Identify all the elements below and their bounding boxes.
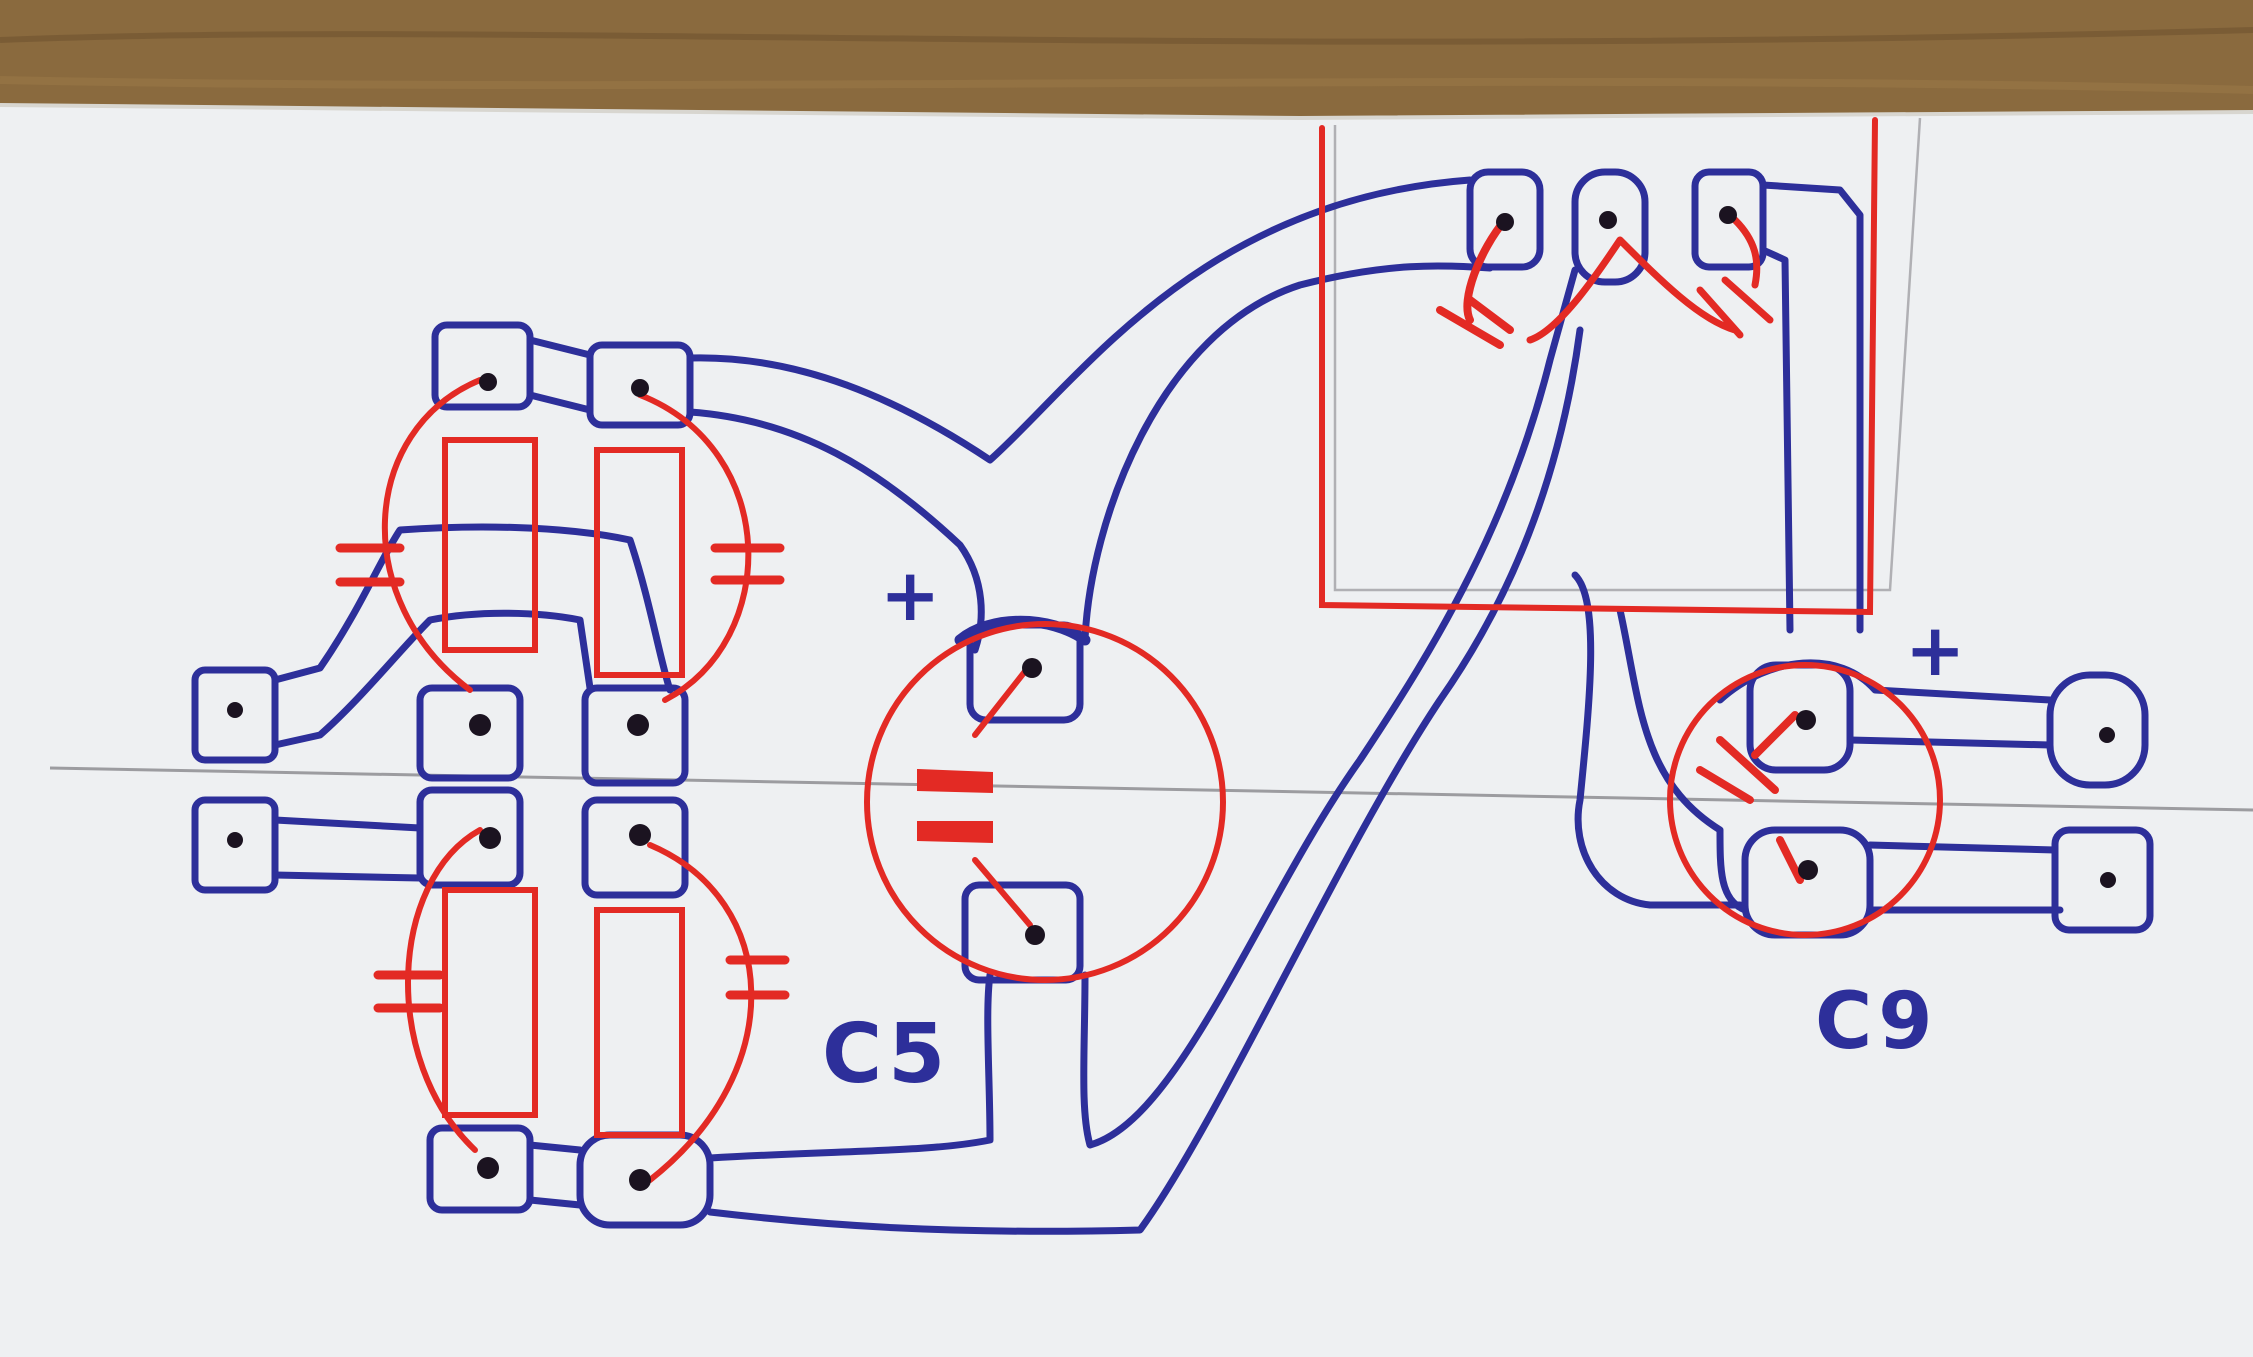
pad-icon [1466,168,1544,271]
solder-dots [227,206,2116,1191]
pad-icon [586,341,694,429]
electrolytic-capacitor-icon [864,621,1226,983]
pad-icon [431,321,534,411]
capacitor-symbol-icon [725,955,790,1000]
plus-sign-c9: + [1905,608,1965,692]
components [335,117,1943,1183]
pad-icon [191,796,279,894]
pad-icon [2046,671,2149,789]
pad-icon [1691,168,1767,271]
wood-grain [0,27,2253,45]
pad-icon [416,786,524,889]
label-c9: C9 [1815,977,1939,1067]
pad-icon [581,796,689,899]
resistor-icon [442,887,538,1118]
pad-icon [1571,168,1649,286]
pencil-center-line [49,766,2253,812]
paper-sheet [0,105,2253,1357]
pencil-regulator-outline [1333,117,1922,592]
regulator-outline-icon [1319,117,1878,616]
plus-sign-c5: + [880,553,940,637]
pad-icon [2051,826,2154,934]
wood-grain [0,76,2253,94]
capacitor-symbol-icon [373,970,445,1013]
resistor-icon [594,447,685,678]
pad-icon [581,684,689,787]
pad-icon [191,666,279,764]
capacitor-symbol-icon [335,543,405,587]
electrolytic-capacitor-icon [1667,662,1943,938]
traces [191,168,2154,1235]
paper-shadow [0,103,2253,121]
pad-icon [426,1124,534,1214]
label-c5: C5 [822,1007,951,1102]
capacitor-symbol-icon [710,543,785,585]
resistor-icon [442,437,538,653]
resistor-icon [594,907,685,1138]
